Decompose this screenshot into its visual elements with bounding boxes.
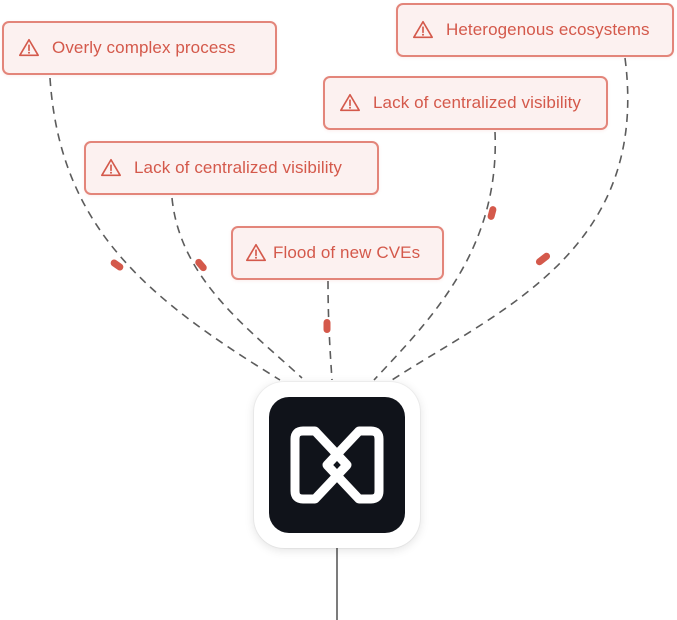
signal-marker xyxy=(487,206,497,220)
issue-box-overly-complex: Overly complex process xyxy=(2,21,277,75)
hub-tile xyxy=(254,382,420,548)
issue-box-heterogenous: Heterogenous ecosystems xyxy=(396,3,674,57)
issue-box-visibility-right: Lack of centralized visibility xyxy=(323,76,608,130)
issue-label: Lack of centralized visibility xyxy=(373,93,582,112)
issue-label: Lack of centralized visibility xyxy=(134,158,343,177)
issue-label: Heterogenous ecosystems xyxy=(446,20,650,39)
connector-visibility-right xyxy=(373,131,496,381)
warning-triangle-icon xyxy=(245,242,267,264)
issue-box-cves: Flood of new CVEs xyxy=(231,226,444,280)
issue-label: Flood of new CVEs xyxy=(273,243,421,262)
infinity-chain-logo-icon xyxy=(269,397,405,533)
signal-marker xyxy=(535,252,551,266)
issue-box-visibility-left: Lack of centralized visibility xyxy=(84,141,379,195)
warning-triangle-icon xyxy=(100,157,122,179)
connector-cves xyxy=(327,280,333,381)
issue-label: Overly complex process xyxy=(52,38,236,57)
warning-triangle-icon xyxy=(339,92,361,114)
warning-triangle-icon xyxy=(412,19,434,41)
warning-triangle-icon xyxy=(18,37,40,59)
signal-marker xyxy=(323,319,331,333)
signal-marker xyxy=(110,259,124,271)
connector-visibility-left xyxy=(171,197,303,379)
connector-heterogenous xyxy=(391,57,629,381)
signal-marker xyxy=(195,258,207,272)
connector-overly-complex xyxy=(49,77,281,381)
